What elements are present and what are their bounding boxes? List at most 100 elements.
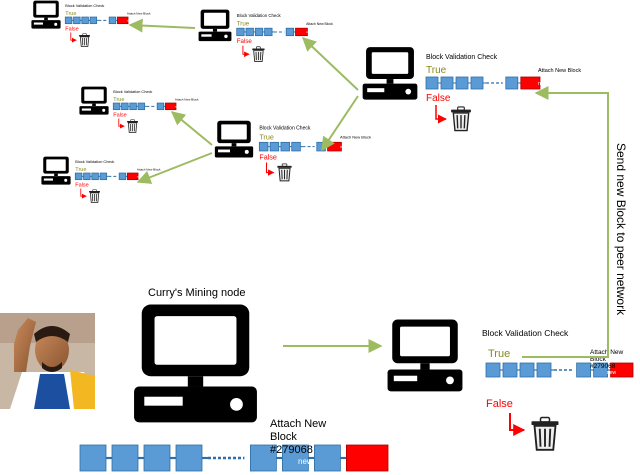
peer-false-arrow — [242, 45, 250, 58]
block — [129, 102, 137, 111]
peer-false-label: False — [426, 93, 451, 104]
peer-false-label: False — [113, 112, 126, 118]
miner-new-label: new — [298, 457, 313, 466]
block — [258, 141, 269, 152]
trash-icon — [251, 46, 266, 62]
arrow-hub-to-peer — [301, 37, 359, 91]
peer-false-arrow — [70, 32, 77, 43]
peer-new-label: new — [538, 81, 548, 87]
validator-block-number: #279068 — [590, 363, 616, 370]
validator-true-label: True — [488, 348, 510, 360]
miner-blockchain — [79, 444, 389, 472]
peer-attach-label: Attach New Block — [306, 22, 333, 26]
block — [143, 444, 171, 472]
person-photo — [0, 313, 95, 409]
peer-false-arrow — [265, 162, 275, 176]
block — [121, 102, 129, 111]
peer-false-label: False — [237, 38, 253, 45]
peer-true-label: True — [259, 132, 274, 141]
peer-blockchain — [425, 76, 541, 90]
block — [118, 172, 127, 181]
peer-new-label: new — [137, 175, 142, 178]
validator-attach-label-2: Block — [590, 356, 607, 363]
arrow-peer-to-peer — [128, 18, 196, 33]
peer-computer-icon — [214, 120, 254, 158]
arrow-to-peer-network — [522, 86, 609, 358]
peer-attach-label: Attach New Block — [340, 135, 371, 140]
peer-false-arrow — [80, 188, 87, 199]
peer-new-label: new — [127, 19, 132, 22]
peer-title: Block Validation Check — [426, 54, 498, 61]
new-block — [295, 27, 308, 37]
peer-blockchain — [236, 27, 308, 37]
peer-attach-label: Attach New Block — [137, 167, 161, 171]
block — [137, 102, 146, 111]
block — [249, 444, 277, 472]
block — [485, 362, 501, 378]
peer-true-label: True — [75, 167, 86, 173]
block — [111, 444, 139, 472]
arrow-peer-to-peer — [136, 152, 213, 184]
block — [236, 27, 245, 37]
new-block — [165, 102, 177, 111]
block — [74, 172, 83, 181]
peer-title: Block Validation Check — [65, 4, 104, 8]
block — [536, 362, 552, 378]
trash-icon — [78, 33, 91, 47]
validator-blockchain — [485, 362, 634, 378]
peer-false-arrow — [118, 118, 125, 129]
block — [83, 172, 91, 181]
peer-blockchain — [258, 141, 342, 152]
peer-computer-icon — [41, 156, 71, 185]
peer-attach-label: Attach New Block — [127, 11, 151, 15]
peer-true-label: True — [65, 11, 76, 17]
block — [64, 16, 73, 25]
peer-title: Block Validation Check — [237, 13, 282, 18]
block — [81, 16, 89, 25]
peer-new-label: new — [306, 30, 312, 34]
block — [254, 27, 264, 37]
peer-new-label: new — [175, 105, 180, 108]
peer-blockchain — [64, 16, 129, 25]
block — [91, 172, 99, 181]
new-block — [520, 76, 541, 90]
peer-false-label: False — [65, 26, 78, 32]
block — [505, 76, 519, 90]
block — [280, 141, 290, 152]
block — [108, 16, 117, 25]
block — [156, 102, 165, 111]
mining-computer-icon — [134, 304, 257, 423]
trash-icon — [450, 106, 472, 132]
validator-false-label: False — [486, 398, 513, 410]
trash-icon — [276, 163, 293, 182]
block — [440, 76, 454, 90]
arrow-hub-to-peer — [321, 95, 359, 152]
peer-attach-label: Attach New Block — [175, 97, 199, 101]
peer-false-label: False — [259, 153, 277, 162]
miner-block-number: #279068 — [270, 444, 313, 456]
peer-title: Block Validation Check — [75, 160, 114, 164]
peer-computer-icon — [362, 47, 418, 100]
new-block — [117, 16, 129, 25]
miner-attach-label-2: Block — [270, 431, 297, 443]
block — [73, 16, 81, 25]
block — [285, 27, 295, 37]
block — [455, 76, 469, 90]
trash-icon — [530, 416, 560, 451]
peer-attach-label: Attach New Block — [538, 68, 581, 74]
block — [576, 362, 591, 378]
new-block — [345, 444, 389, 472]
peer-computer-icon — [31, 0, 61, 29]
block — [519, 362, 535, 378]
block — [79, 444, 107, 472]
peer-false-label: False — [75, 182, 88, 188]
validator-new-label: new — [607, 370, 617, 376]
peer-blockchain — [112, 102, 177, 111]
validator-false-arrow — [509, 413, 526, 436]
block — [264, 27, 273, 37]
new-block — [610, 362, 634, 378]
